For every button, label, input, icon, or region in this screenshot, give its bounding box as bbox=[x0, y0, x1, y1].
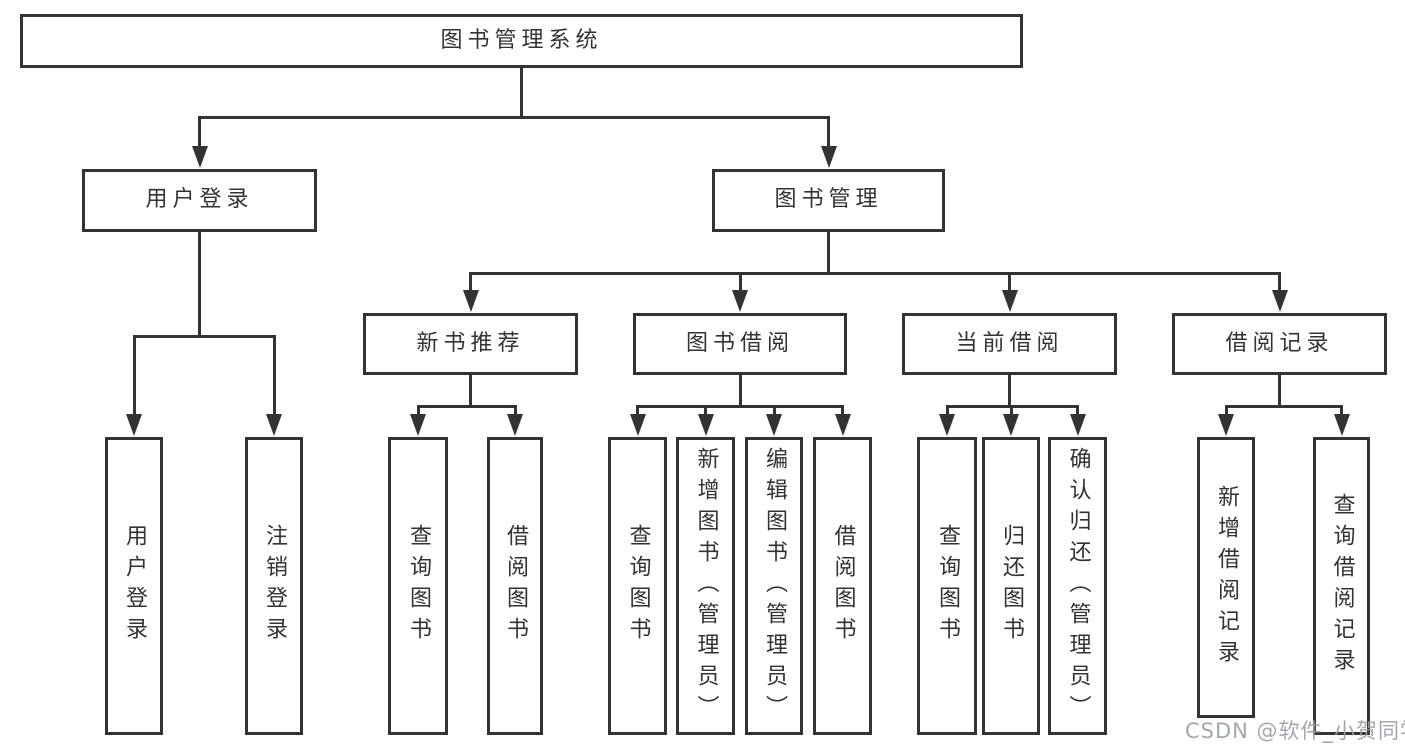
arrow-down-icon bbox=[462, 290, 479, 312]
node-label: 图书管理 bbox=[774, 187, 883, 213]
connector-line bbox=[520, 66, 523, 119]
node-leaf-bb-borrow: 借阅图书 bbox=[813, 437, 872, 735]
node-label: 查询借阅记录 bbox=[1329, 493, 1355, 679]
node-book-mgmt: 图书管理 bbox=[712, 169, 945, 232]
node-label: 图书管理系统 bbox=[440, 27, 603, 53]
connector-line bbox=[469, 373, 472, 408]
arrow-down-icon bbox=[1333, 414, 1350, 436]
node-leaf-user-login: 用户登录 bbox=[105, 437, 163, 735]
node-current-borrow: 当前借阅 bbox=[902, 313, 1117, 375]
connector-line bbox=[1008, 273, 1011, 305]
node-label: 借阅图书 bbox=[830, 524, 856, 648]
node-leaf-cb-query: 查询图书 bbox=[917, 437, 977, 735]
connector-line bbox=[738, 273, 742, 305]
connector-line bbox=[132, 334, 276, 338]
arrow-down-icon bbox=[191, 146, 208, 168]
arrow-down-icon bbox=[266, 414, 282, 436]
node-leaf-br-add: 新增借阅记录 bbox=[1197, 437, 1255, 718]
connector-line bbox=[469, 273, 472, 305]
node-label: 用户登录 bbox=[145, 187, 254, 213]
node-label: 查询图书 bbox=[625, 524, 651, 648]
arrow-down-icon bbox=[834, 414, 851, 436]
node-leaf-cb-return: 归还图书 bbox=[982, 437, 1040, 735]
arrow-down-icon bbox=[410, 414, 426, 436]
node-label: 新书推荐 bbox=[416, 330, 525, 356]
arrow-down-icon bbox=[766, 414, 782, 436]
node-label: 归还图书 bbox=[999, 524, 1024, 648]
node-label: 当前借阅 bbox=[955, 330, 1064, 356]
node-leaf-nbr-borrow: 借阅图书 bbox=[487, 437, 543, 735]
node-label: 新增图书（管理员） bbox=[693, 446, 719, 726]
node-label: 新增借阅记录 bbox=[1214, 484, 1239, 671]
node-label: 确认归还（管理员） bbox=[1065, 446, 1091, 726]
arrow-down-icon bbox=[939, 414, 955, 436]
connector-line bbox=[827, 117, 830, 161]
connector-line bbox=[198, 115, 830, 119]
node-label: 用户登录 bbox=[122, 524, 147, 648]
arrow-down-icon bbox=[1271, 290, 1288, 312]
node-new-book-rec: 新书推荐 bbox=[363, 313, 578, 375]
connector-line bbox=[1278, 273, 1281, 305]
node-root: 图书管理系统 bbox=[20, 14, 1023, 68]
connector-line bbox=[1278, 373, 1281, 408]
node-leaf-bb-query: 查询图书 bbox=[608, 437, 667, 735]
arrow-down-icon bbox=[1069, 414, 1086, 436]
node-leaf-bb-edit: 编辑图书（管理员） bbox=[745, 437, 803, 735]
connector-line bbox=[827, 230, 830, 275]
arrow-down-icon bbox=[507, 414, 523, 436]
node-borrow-record: 借阅记录 bbox=[1172, 313, 1387, 375]
connector-line bbox=[198, 230, 201, 338]
node-leaf-br-query: 查询借阅记录 bbox=[1313, 437, 1370, 735]
node-label: 借阅记录 bbox=[1225, 330, 1334, 356]
node-label: 图书借阅 bbox=[685, 330, 794, 356]
node-label: 编辑图书（管理员） bbox=[762, 446, 787, 726]
arrow-down-icon bbox=[126, 414, 142, 436]
node-book-borrow: 图书借阅 bbox=[633, 313, 847, 375]
arrow-down-icon bbox=[1218, 414, 1234, 436]
node-user-login-group: 用户登录 bbox=[82, 169, 317, 232]
node-leaf-nbr-query: 查询图书 bbox=[388, 437, 448, 735]
node-label: 查询图书 bbox=[935, 524, 960, 648]
connector-line bbox=[198, 117, 201, 161]
arrow-down-icon bbox=[820, 146, 837, 168]
connector-line bbox=[636, 404, 844, 408]
connector-line bbox=[272, 336, 276, 429]
node-label: 查询图书 bbox=[406, 524, 431, 648]
connector-line bbox=[1224, 404, 1343, 408]
connector-line bbox=[738, 373, 742, 408]
node-label: 借阅图书 bbox=[503, 524, 528, 648]
arrow-down-icon bbox=[1001, 290, 1018, 312]
node-label: 注销登录 bbox=[262, 524, 287, 648]
connector-line bbox=[132, 336, 136, 429]
arrow-down-icon bbox=[629, 414, 646, 436]
node-leaf-bb-add: 新增图书（管理员） bbox=[676, 437, 735, 735]
arrow-down-icon bbox=[732, 290, 748, 312]
connector-line bbox=[416, 404, 517, 408]
node-leaf-logout: 注销登录 bbox=[245, 437, 303, 735]
connector-line bbox=[1008, 373, 1011, 408]
arrow-down-icon bbox=[697, 414, 714, 436]
connector-line bbox=[469, 271, 1281, 275]
watermark: CSDN @软件_小贺同学 bbox=[1185, 719, 1405, 743]
arrow-down-icon bbox=[1003, 414, 1019, 436]
node-leaf-cb-confirm: 确认归还（管理员） bbox=[1048, 437, 1107, 735]
